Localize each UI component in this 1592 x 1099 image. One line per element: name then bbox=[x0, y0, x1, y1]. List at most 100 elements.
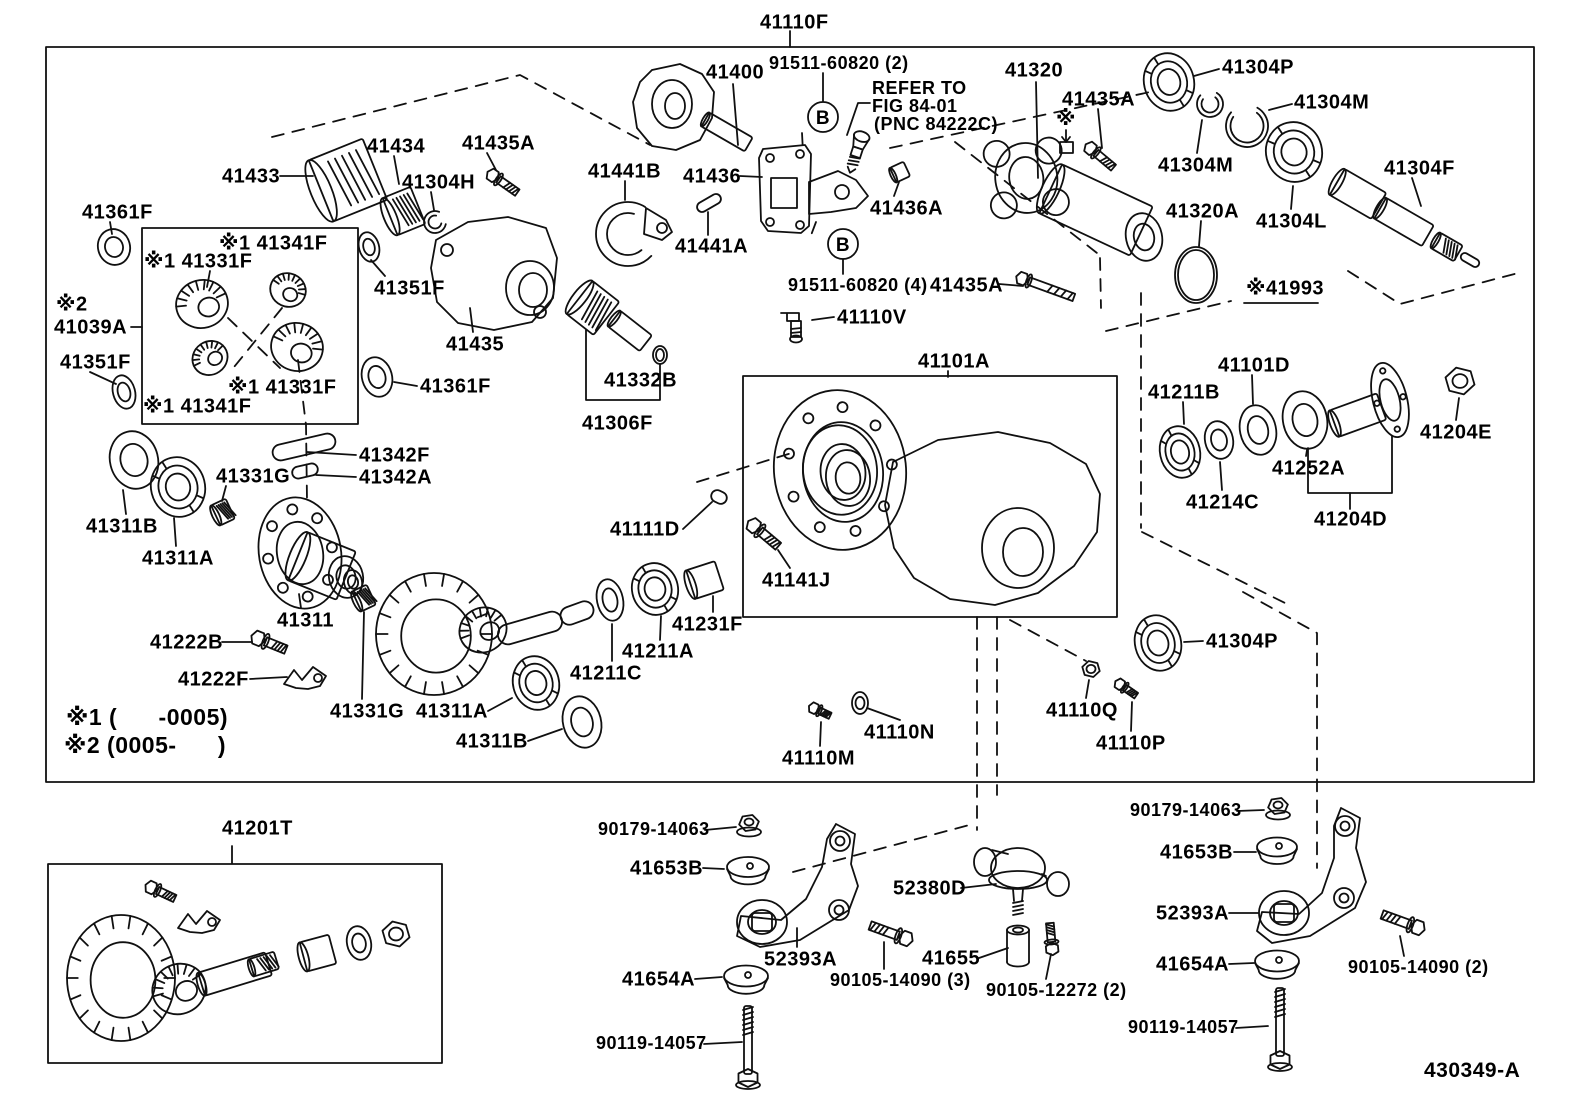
part-bolt-90119-14057 bbox=[735, 1005, 761, 1090]
part-label: 41331G bbox=[330, 700, 404, 722]
part-label-group: 52380D bbox=[893, 877, 997, 899]
part-label: 41361F bbox=[82, 201, 153, 223]
part-label-group: 90105-14090 (3) bbox=[830, 941, 970, 990]
part-label: 41101D bbox=[1218, 354, 1290, 376]
part-label: 41654A bbox=[622, 968, 695, 990]
construction-dashed-line bbox=[1347, 270, 1523, 305]
part-label-group: 90179-14063 bbox=[598, 819, 737, 839]
part-label: 41141J bbox=[762, 569, 831, 591]
part-label-group: 41435A bbox=[1062, 88, 1135, 149]
part-label: ※1 41331F bbox=[228, 376, 336, 398]
part-sleeve-41320 bbox=[1035, 163, 1153, 256]
part-bearing-41211B bbox=[1158, 425, 1202, 479]
part-roller-41331G bbox=[350, 584, 378, 613]
part-bracket-52393A bbox=[736, 823, 859, 948]
part-label: 41361F bbox=[420, 375, 491, 397]
housing-frame bbox=[742, 375, 1118, 618]
part-label: 41110Q bbox=[1046, 699, 1118, 721]
part-label-group: 41222B bbox=[150, 631, 253, 653]
part-label: 41436A bbox=[870, 197, 943, 219]
part-label: 41222B bbox=[150, 631, 223, 653]
part-hub-41433 bbox=[304, 138, 388, 223]
part-label-group: 41433 bbox=[222, 165, 314, 187]
part-flange-41204D bbox=[1370, 362, 1410, 438]
part-label-group: 41436A bbox=[870, 181, 943, 219]
part-label: 52393A bbox=[764, 948, 837, 970]
part-label-group: 41110M bbox=[782, 721, 855, 769]
part-label: ※2 bbox=[56, 293, 88, 315]
construction-dashed-line bbox=[1242, 591, 1318, 869]
part-label: 41110P bbox=[1096, 732, 1166, 754]
part-label-group: (PNC 84222C) bbox=[874, 114, 998, 134]
part-label: (PNC 84222C) bbox=[874, 114, 998, 134]
part-label-group: 41320 bbox=[1005, 59, 1063, 179]
part-label: REFER TO bbox=[872, 78, 967, 98]
part-label: 41311A bbox=[416, 700, 488, 722]
part-label-group: 41141J bbox=[762, 549, 831, 591]
part-label: 90179-14063 bbox=[1130, 800, 1242, 820]
part-label: 41204D bbox=[1314, 508, 1387, 530]
part-label-group: 41331G bbox=[216, 465, 290, 502]
part-plug-41436A bbox=[888, 161, 911, 184]
part-axle-stub bbox=[559, 600, 595, 626]
part-washer-41211C bbox=[595, 578, 625, 622]
part-label: 90105-14090 (2) bbox=[1348, 957, 1489, 977]
construction-dashed-line bbox=[1009, 619, 1087, 662]
part-label: 41342F bbox=[359, 444, 430, 466]
part-screw-41110M bbox=[808, 701, 833, 720]
part-label: 41331G bbox=[216, 465, 290, 487]
callout-B: B bbox=[827, 228, 859, 260]
part-label: 90105-12272 (2) bbox=[986, 980, 1127, 1000]
construction-dashed-line bbox=[792, 823, 974, 873]
part-seal-41311B bbox=[561, 695, 603, 749]
part-bearing-41311A bbox=[149, 456, 207, 518]
part-bearing-41304P bbox=[1142, 52, 1196, 112]
part-washer-41214C bbox=[1203, 420, 1235, 460]
part-label-group: 41311A bbox=[142, 517, 213, 569]
part-lockplate-41222F bbox=[283, 666, 327, 690]
bracket-line bbox=[846, 102, 871, 136]
part-label: 41304P bbox=[1206, 630, 1278, 652]
part-balljoint-52380D bbox=[973, 847, 1070, 916]
part-bolt-41201T bbox=[144, 879, 178, 903]
part-label-group: 41434 bbox=[367, 135, 425, 185]
part-label: 91511-60820 (4) bbox=[788, 275, 928, 295]
part-label-group: 41304P bbox=[1193, 56, 1293, 78]
part-label-group: 90105-12272 (2) bbox=[986, 953, 1127, 1000]
part-oring-41332B bbox=[652, 345, 668, 365]
part-label-group: 41306F bbox=[582, 412, 653, 434]
part-label-group: 41201T bbox=[222, 817, 292, 839]
part-snapring-41304M bbox=[1225, 104, 1269, 148]
part-label-group: ※2 (0005- ) bbox=[64, 732, 226, 758]
part-label: FIG 84-01 bbox=[872, 96, 958, 116]
part-label-group: ※2 bbox=[56, 293, 88, 315]
part-label: 41655 bbox=[922, 947, 980, 969]
part-label: 41039A bbox=[54, 316, 127, 338]
spider-frame bbox=[141, 227, 359, 425]
part-bolt-90105-12272 bbox=[1043, 921, 1060, 957]
part-label-group: 91511-60820 (2) bbox=[769, 53, 909, 73]
part-shaft-41304F bbox=[1327, 167, 1387, 220]
part-flange-41320 bbox=[982, 136, 1070, 220]
part-label-group: 41351F bbox=[370, 259, 444, 299]
part-label-group: ※1 41341F bbox=[143, 395, 251, 417]
construction-dashed-line bbox=[229, 307, 283, 373]
part-label-group: 41211B bbox=[1148, 381, 1219, 425]
part-label-group: 41342F bbox=[306, 444, 430, 466]
part-label: 41435A bbox=[462, 132, 535, 154]
part-label-group: 41110V bbox=[811, 306, 906, 328]
part-label-group: 41653B bbox=[1160, 841, 1257, 863]
part-cushion-41654A bbox=[723, 964, 769, 995]
part-label: 41306F bbox=[582, 412, 653, 434]
part-label: 52393A bbox=[1156, 902, 1229, 924]
part-label: 41653B bbox=[1160, 841, 1233, 863]
part-label: 41222F bbox=[178, 668, 249, 690]
part-label-group: 41331G bbox=[330, 611, 404, 722]
part-washer-41351F bbox=[111, 374, 137, 410]
part-label-group: 41436 bbox=[683, 165, 763, 187]
part-label: ※41993 bbox=[1246, 277, 1324, 299]
part-label-group: 41351F bbox=[60, 351, 130, 385]
part-arm-41436 bbox=[808, 170, 869, 215]
part-label: 91511-60820 (2) bbox=[769, 53, 909, 73]
part-flange-41400 bbox=[632, 63, 715, 151]
